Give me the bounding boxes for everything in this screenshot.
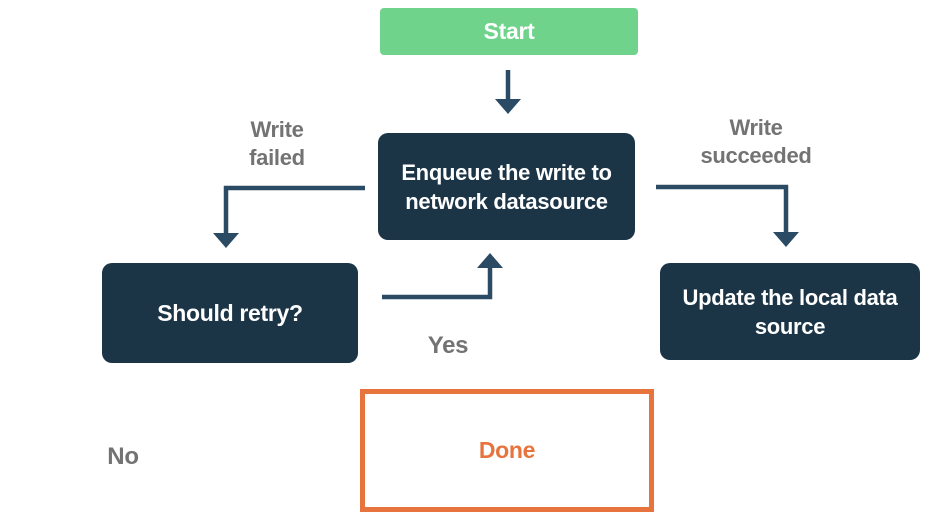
node-done: Done — [360, 389, 654, 512]
node-enqueue-line1: Enqueue the write to — [401, 159, 612, 185]
arrowhead-down-icon — [495, 99, 521, 114]
arrowhead-down-icon — [773, 232, 799, 247]
edge-label-write-failed-line2: failed — [249, 145, 305, 170]
arrowhead-up-icon — [477, 253, 503, 268]
node-done-label: Done — [478, 437, 536, 463]
edge-label-write-succeeded-line2: succeeded — [700, 143, 812, 168]
edge-label-write-failed: Write failed — [197, 116, 357, 172]
edge-enqueue-to-should-retry — [213, 185, 365, 248]
edge-should-retry-to-enqueue-yes — [382, 253, 503, 300]
node-update-local-source: Update the local data source — [660, 263, 920, 360]
edge-label-yes: Yes — [427, 332, 469, 359]
node-start-label: Start — [483, 18, 535, 44]
node-enqueue-line2: network datasource — [405, 188, 608, 214]
edge-enqueue-to-update-local — [656, 184, 799, 247]
node-update-line2: source — [754, 313, 826, 339]
node-enqueue-write: Enqueue the write to network datasource — [378, 133, 635, 240]
node-should-retry-label: Should retry? — [157, 299, 303, 326]
edge-label-no: No — [107, 443, 139, 470]
edge-label-write-succeeded-line1: Write — [729, 115, 783, 140]
node-start: Start — [380, 8, 638, 55]
node-update-line1: Update the local data — [682, 284, 898, 310]
edge-start-to-enqueue — [495, 70, 521, 114]
edge-label-write-failed-line1: Write — [250, 117, 304, 142]
node-should-retry: Should retry? — [102, 263, 358, 363]
edge-label-write-succeeded: Write succeeded — [676, 114, 836, 170]
arrowhead-down-icon — [213, 233, 239, 248]
